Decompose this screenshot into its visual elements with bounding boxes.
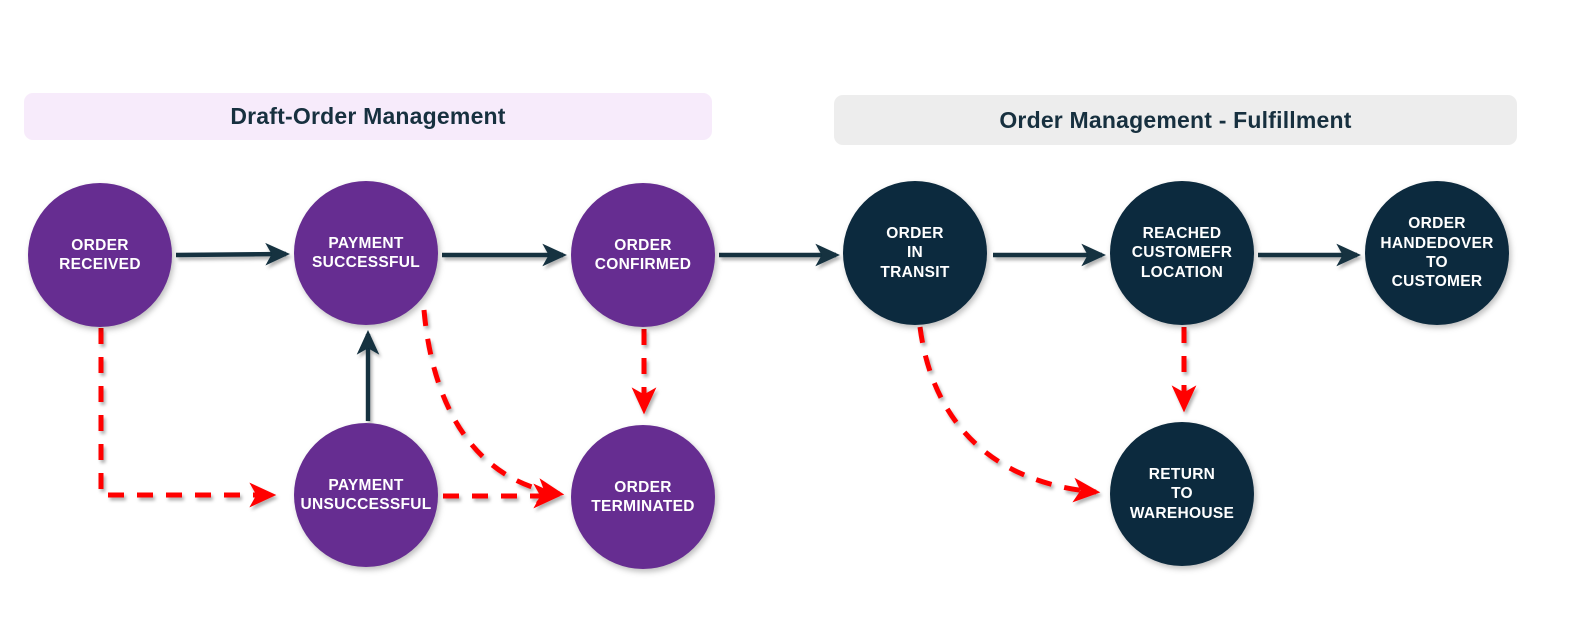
node-label-payment-unsuccessful: PAYMENT UNSUCCESSFUL: [300, 476, 432, 513]
node-order-in-transit[interactable]: ORDER IN TRANSIT: [843, 181, 987, 325]
edge-order-received-to-payment-successful: [175, 242, 290, 266]
node-order-handedover-to-customer[interactable]: ORDER HANDEDOVER TO CUSTOMER: [1365, 181, 1509, 325]
edge-order-received-to-payment-unsuccessful: [98, 328, 277, 508]
node-reached-customer-location[interactable]: REACHED CUSTOMEFR LOCATION: [1110, 181, 1254, 325]
node-label-order-received: ORDER RECEIVED: [59, 236, 141, 273]
node-return-to-warehouse[interactable]: RETURN TO WAREHOUSE: [1110, 422, 1254, 566]
edge-order-in-transit-to-return-to-warehouse: [917, 326, 1101, 503]
node-order-terminated[interactable]: ORDER TERMINATED: [571, 425, 715, 569]
swimlane-label-draft-order-management: Draft-Order Management: [230, 103, 506, 129]
node-label-order-confirmed: ORDER CONFIRMED: [594, 236, 692, 273]
node-label-payment-successful: PAYMENT SUCCESSFUL: [311, 234, 421, 271]
node-label-order-in-transit: ORDER IN TRANSIT: [880, 224, 950, 281]
node-order-received[interactable]: ORDER RECEIVED: [28, 183, 172, 327]
swimlane-order-management-fulfillment: Order Management - Fulfillment: [834, 95, 1517, 145]
node-payment-successful[interactable]: PAYMENT SUCCESSFUL: [294, 181, 438, 325]
swimlane-label-order-management-fulfillment: Order Management - Fulfillment: [999, 106, 1352, 133]
node-payment-unsuccessful[interactable]: PAYMENT UNSUCCESSFUL: [294, 423, 438, 567]
edge-payment-successful-to-order-terminated: [421, 309, 565, 503]
node-order-confirmed[interactable]: ORDER CONFIRMED: [571, 183, 715, 327]
node-label-order-handedover-to-customer: ORDER HANDEDOVER TO CUSTOMER: [1380, 215, 1494, 291]
swimlane-draft-order-management: Draft-Order Management: [24, 93, 712, 140]
node-label-order-terminated: ORDER TERMINATED: [591, 478, 695, 515]
node-label-reached-customer-location: REACHED CUSTOMEFR LOCATION: [1131, 224, 1233, 281]
node-label-return-to-warehouse: RETURN TO WAREHOUSE: [1129, 465, 1235, 522]
